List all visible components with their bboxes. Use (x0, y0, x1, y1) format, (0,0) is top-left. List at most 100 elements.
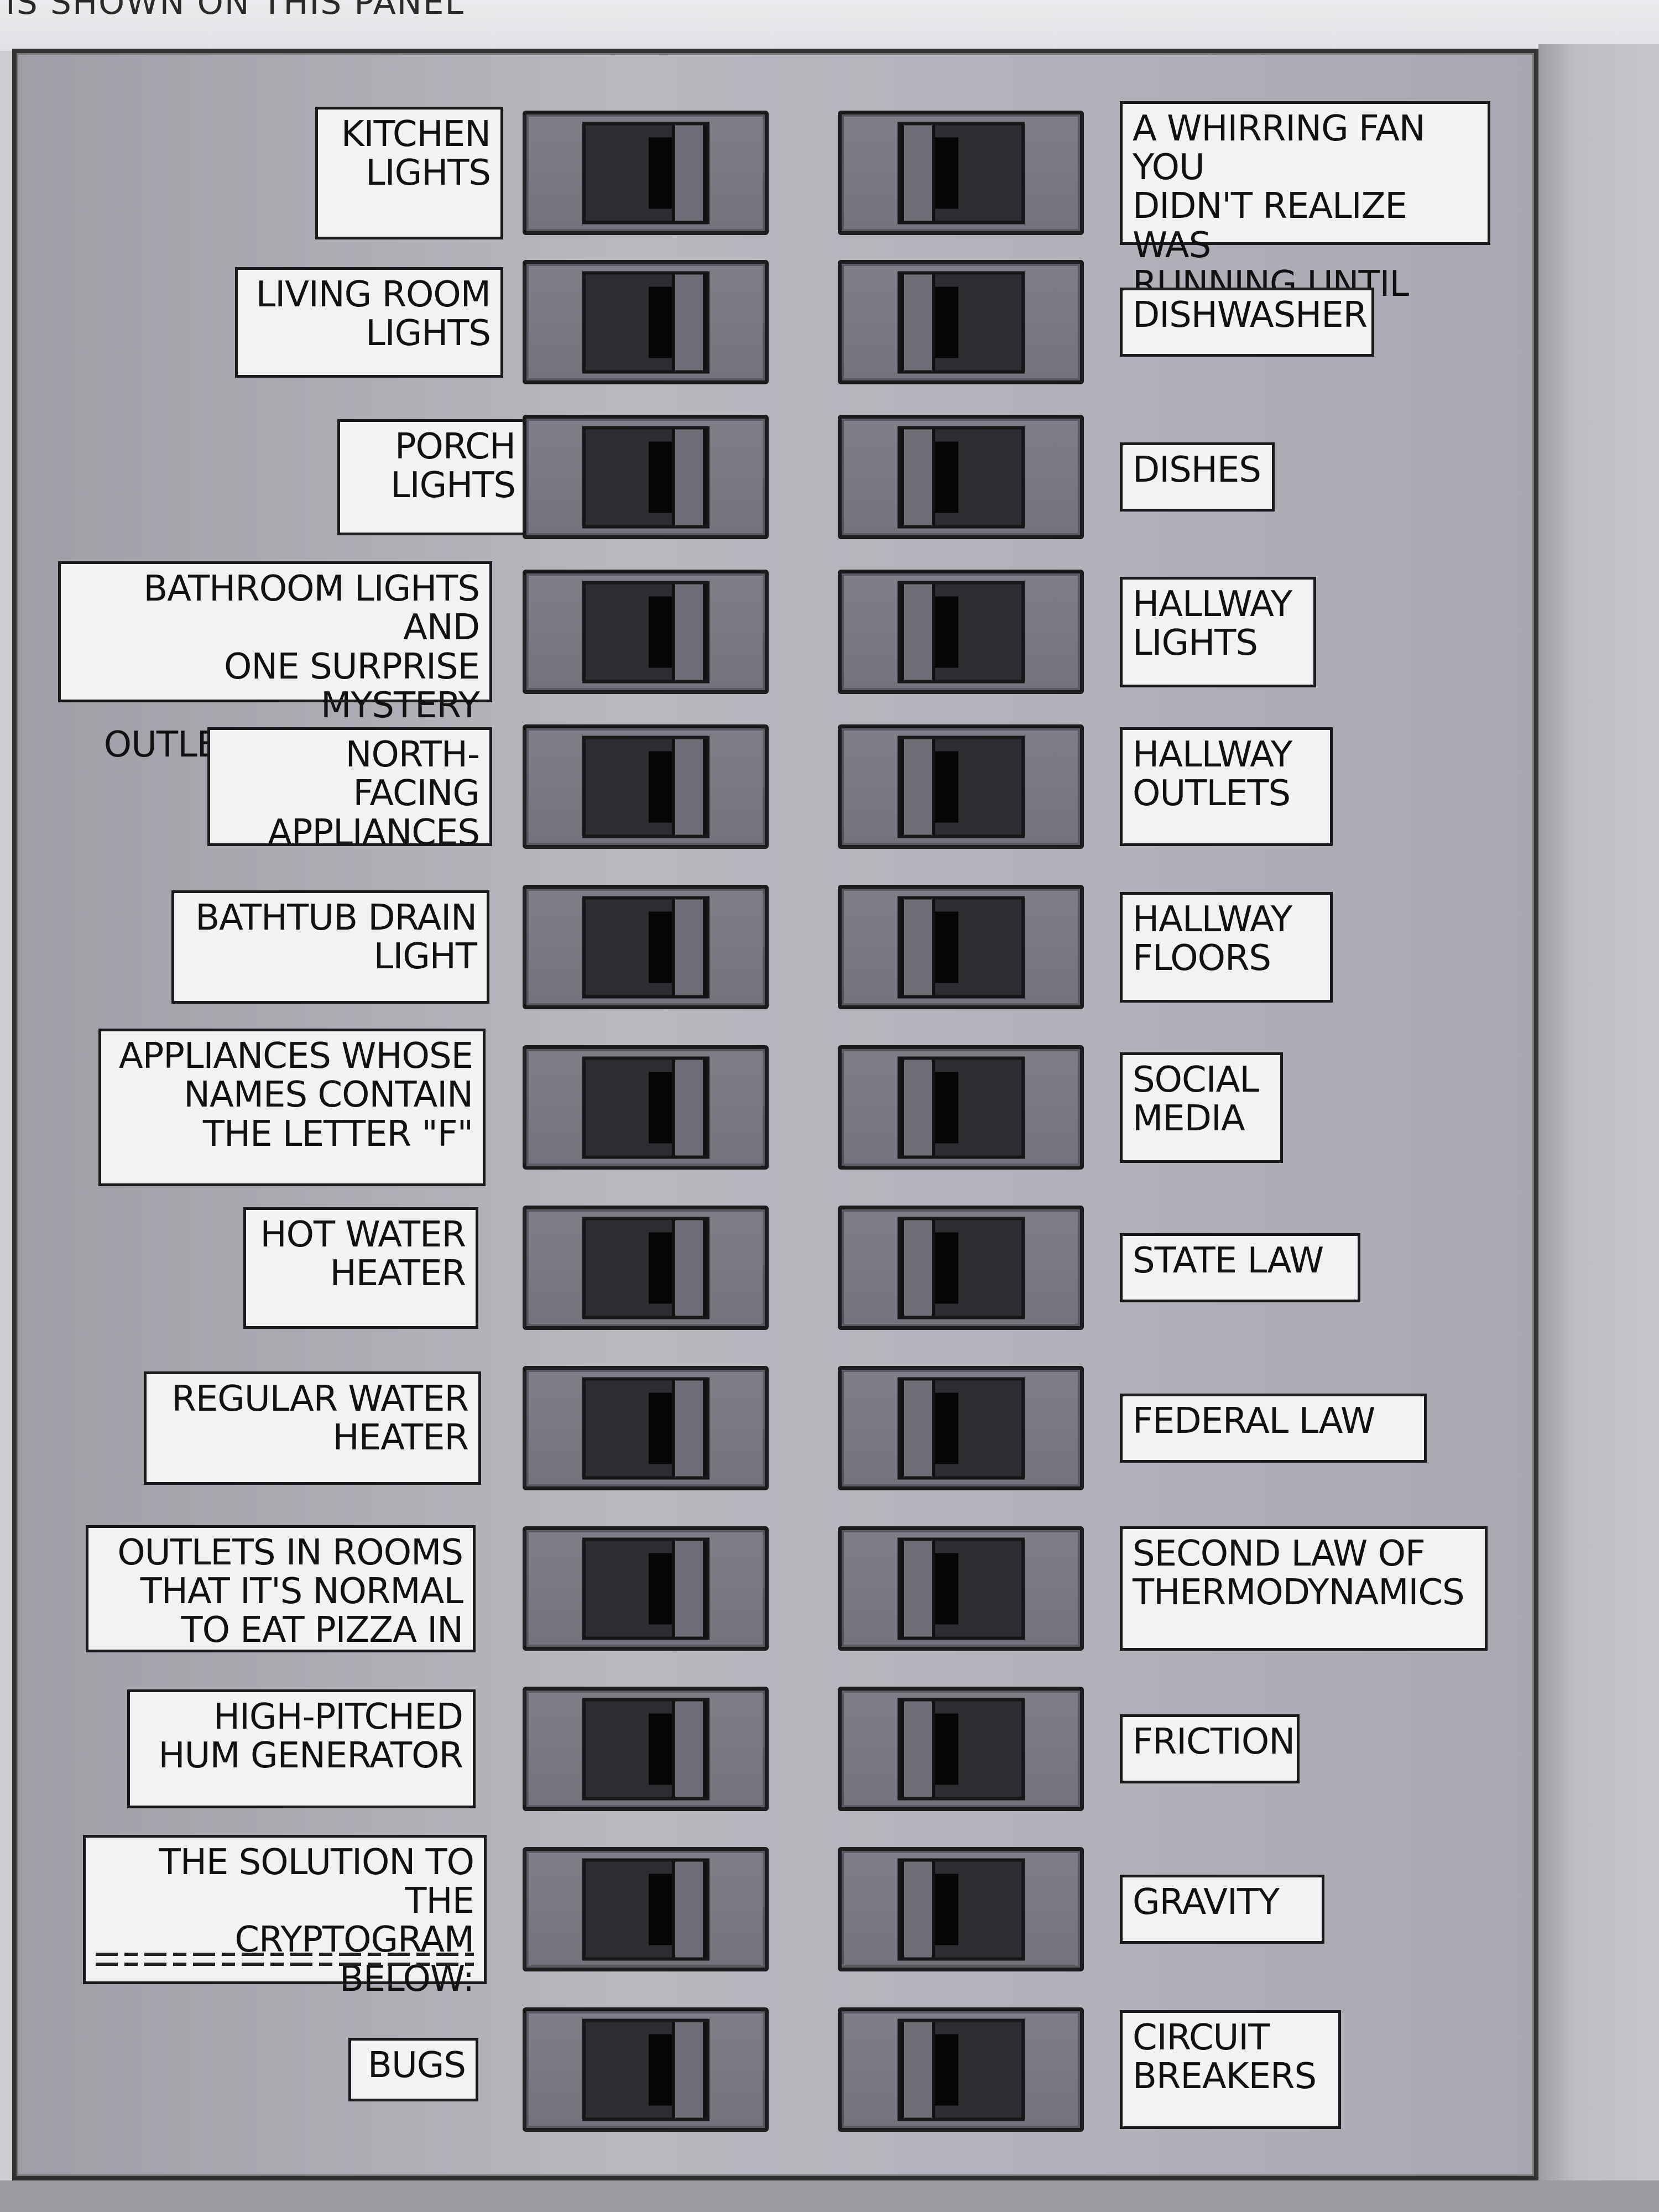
switch-slot (582, 735, 709, 838)
breaker-switch-right[interactable] (838, 1526, 1084, 1651)
slot-shadow (648, 1392, 672, 1464)
slot-shadow (935, 441, 958, 513)
toggle-handle[interactable] (671, 584, 706, 680)
toggle-handle[interactable] (900, 1541, 935, 1636)
toggle-handle[interactable] (671, 274, 706, 370)
switch-slot (897, 1217, 1025, 1319)
breaker-switch-right[interactable] (838, 111, 1084, 235)
switch-slot (897, 1377, 1025, 1479)
breaker-switch-right[interactable] (838, 260, 1084, 384)
toggle-handle[interactable] (900, 274, 935, 370)
bottom-edge (0, 2180, 1659, 2212)
slot-shadow (935, 2034, 958, 2105)
slot-shadow (935, 1713, 958, 1785)
breaker-label-left: HIGH-PITCHED HUM GENERATOR (127, 1689, 476, 1808)
slot-shadow (648, 286, 672, 358)
breaker-label-right: HALLWAY FLOORS (1120, 891, 1333, 1003)
switch-slot (582, 1858, 709, 1960)
toggle-handle[interactable] (671, 899, 706, 995)
toggle-handle[interactable] (671, 2022, 706, 2117)
breaker-switch-left[interactable] (523, 111, 769, 235)
breaker-switch-left[interactable] (523, 2007, 769, 2132)
toggle-handle[interactable] (900, 739, 935, 834)
breaker-label-right: DISHWASHER (1120, 288, 1374, 357)
toggle-handle[interactable] (671, 429, 706, 525)
switch-slot (897, 1537, 1025, 1640)
breaker-switch-right[interactable] (838, 1045, 1084, 1170)
top-caption: IS SHOWN ON THIS PANEL (6, 0, 465, 22)
breaker-switch-left[interactable] (523, 1847, 769, 1971)
breaker-label-right: SOCIAL MEDIA (1120, 1052, 1283, 1163)
toggle-handle[interactable] (671, 1060, 706, 1155)
breaker-switch-left[interactable] (523, 1045, 769, 1170)
breaker-label-right: GRAVITY (1120, 1875, 1324, 1944)
toggle-handle[interactable] (900, 1220, 935, 1316)
breaker-switch-right[interactable] (838, 415, 1084, 539)
toggle-handle[interactable] (900, 2022, 935, 2117)
breaker-switch-right[interactable] (838, 1206, 1084, 1330)
switch-slot (897, 1858, 1025, 1960)
toggle-handle[interactable] (671, 125, 706, 221)
breaker-label-right: HALLWAY LIGHTS (1120, 576, 1316, 687)
breaker-switch-right[interactable] (838, 570, 1084, 694)
slot-shadow (648, 1553, 672, 1624)
breaker-label-left: BATHROOM LIGHTS AND ONE SURPRISE MYSTERY… (58, 561, 492, 764)
breaker-switch-left[interactable] (523, 724, 769, 849)
switch-slot (582, 1537, 709, 1640)
breaker-label-right: FEDERAL LAW (1120, 1394, 1427, 1463)
breaker-label-left: BUGS (348, 2038, 478, 2101)
toggle-handle[interactable] (671, 1380, 706, 1476)
breaker-label-left: BATHTUB DRAIN LIGHT (171, 890, 489, 1004)
switch-slot (582, 1698, 709, 1800)
toggle-handle[interactable] (671, 1701, 706, 1797)
switch-slot (582, 2018, 709, 2121)
toggle-handle[interactable] (900, 429, 935, 525)
breaker-label-left: APPLIANCES WHOSE NAMES CONTAIN THE LETTE… (98, 1029, 486, 1186)
switch-slot (897, 1698, 1025, 1800)
slot-shadow (648, 1232, 672, 1303)
slot-shadow (648, 441, 672, 513)
breaker-switch-right[interactable] (838, 1847, 1084, 1971)
toggle-handle[interactable] (900, 1861, 935, 1957)
breaker-switch-right[interactable] (838, 724, 1084, 849)
breaker-switch-left[interactable] (523, 1206, 769, 1330)
breaker-switch-right[interactable] (838, 2007, 1084, 2132)
breaker-switch-right[interactable] (838, 1366, 1084, 1490)
breaker-label-left: THE SOLUTION TO THE CRYPTOGRAM BELOW: (83, 1834, 487, 1999)
breaker-label-left: KITCHEN LIGHTS (315, 106, 503, 239)
toggle-handle[interactable] (900, 1701, 935, 1797)
breaker-label-right: SECOND LAW OF THERMODYNAMICS (1120, 1526, 1488, 1651)
breaker-switch-left[interactable] (523, 1687, 769, 1811)
toggle-handle[interactable] (671, 1541, 706, 1636)
toggle-handle[interactable] (671, 1861, 706, 1957)
switch-slot (582, 1377, 709, 1479)
slot-shadow (935, 1553, 958, 1624)
slot-shadow (935, 751, 958, 822)
breaker-label-left: HOT WATER HEATER (243, 1207, 478, 1329)
slot-shadow (935, 1392, 958, 1464)
switch-slot (897, 1056, 1025, 1159)
toggle-handle[interactable] (671, 739, 706, 834)
switch-slot (897, 122, 1025, 224)
breaker-switch-left[interactable] (523, 885, 769, 1009)
switch-slot (582, 581, 709, 683)
breaker-switch-left[interactable] (523, 1526, 769, 1651)
switch-slot (897, 581, 1025, 683)
slot-shadow (935, 286, 958, 358)
breaker-switch-left[interactable] (523, 260, 769, 384)
breaker-switch-right[interactable] (838, 1687, 1084, 1811)
breaker-switch-left[interactable] (523, 570, 769, 694)
toggle-handle[interactable] (900, 584, 935, 680)
toggle-handle[interactable] (900, 125, 935, 221)
breaker-switch-right[interactable] (838, 885, 1084, 1009)
toggle-handle[interactable] (671, 1220, 706, 1316)
switch-slot (897, 896, 1025, 998)
toggle-handle[interactable] (900, 1380, 935, 1476)
switch-slot (897, 271, 1025, 373)
slot-shadow (648, 911, 672, 983)
top-strip: IS SHOWN ON THIS PANEL (0, 0, 1659, 51)
toggle-handle[interactable] (900, 899, 935, 995)
breaker-switch-left[interactable] (523, 1366, 769, 1490)
breaker-switch-left[interactable] (523, 415, 769, 539)
toggle-handle[interactable] (900, 1060, 935, 1155)
